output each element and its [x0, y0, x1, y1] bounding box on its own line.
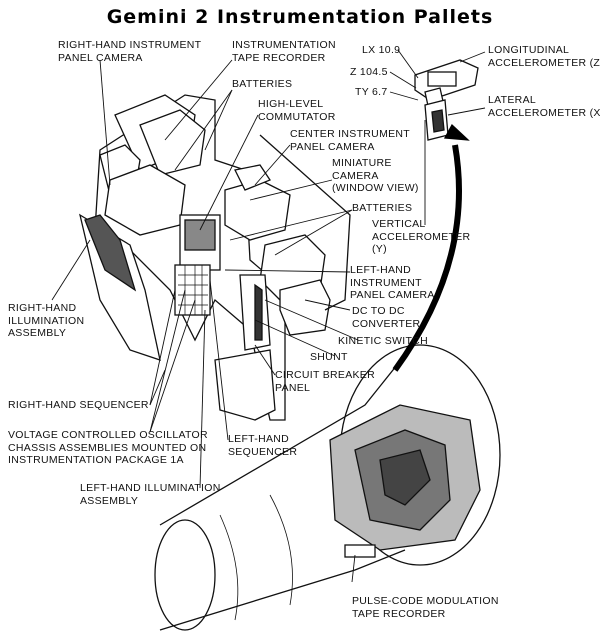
- curved-arrow: [392, 144, 462, 372]
- label-right-hand-sequencer: RIGHT-HAND SEQUENCER: [8, 399, 149, 411]
- label-kinetic-switch: KINETIC SWITCH: [338, 335, 428, 347]
- label-z-station: Z 104.5: [350, 66, 388, 78]
- label-shunt: SHUNT: [310, 351, 348, 363]
- page-title: Gemini 2 Instrumentation Pallets: [106, 6, 494, 28]
- label-batteries-mid: BATTERIES: [352, 202, 413, 214]
- label-lx-station: LX 10.9: [362, 44, 401, 56]
- label-ty-station: TY 6.7: [355, 86, 388, 98]
- leader-lines: [51, 49, 486, 583]
- instrument-pallet-drawing: [79, 94, 351, 421]
- accelerometer-drawing: [414, 59, 479, 141]
- label-batteries-top: BATTERIES: [232, 78, 293, 90]
- spacecraft-capsule-drawing: [154, 344, 501, 631]
